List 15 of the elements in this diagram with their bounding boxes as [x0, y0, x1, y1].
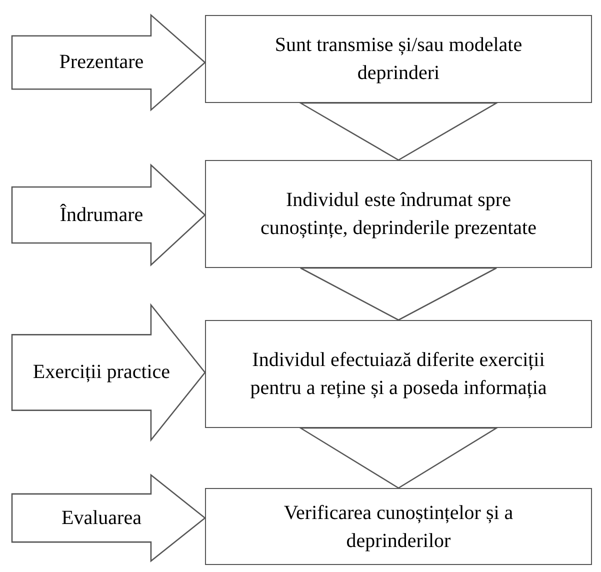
down-arrow	[298, 102, 499, 161]
down-arrow	[298, 427, 499, 489]
step-text: Individul efectuiază diferite exerciții pentru a reține și a poseda informația	[249, 348, 548, 401]
pointer-tag	[12, 305, 205, 440]
step-label: Exerciții practice	[32, 360, 171, 386]
down-arrow	[300, 267, 498, 321]
step-text: Individul este îndrumat spre cunoștințe, deprinderile prezentate	[260, 188, 538, 241]
step-label: Prezentare	[58, 50, 145, 76]
step-label: Îndrumare	[58, 202, 144, 228]
step-label: Evaluarea	[60, 506, 142, 531]
pointer-tag	[12, 165, 205, 265]
step-text: Verificarea cunoștințelor și a deprinderilor	[282, 500, 514, 554]
step-text: Sunt transmise și/sau modelate deprinderi	[274, 33, 524, 86]
pointer-tag	[12, 475, 205, 561]
pointer-tag	[12, 15, 205, 110]
